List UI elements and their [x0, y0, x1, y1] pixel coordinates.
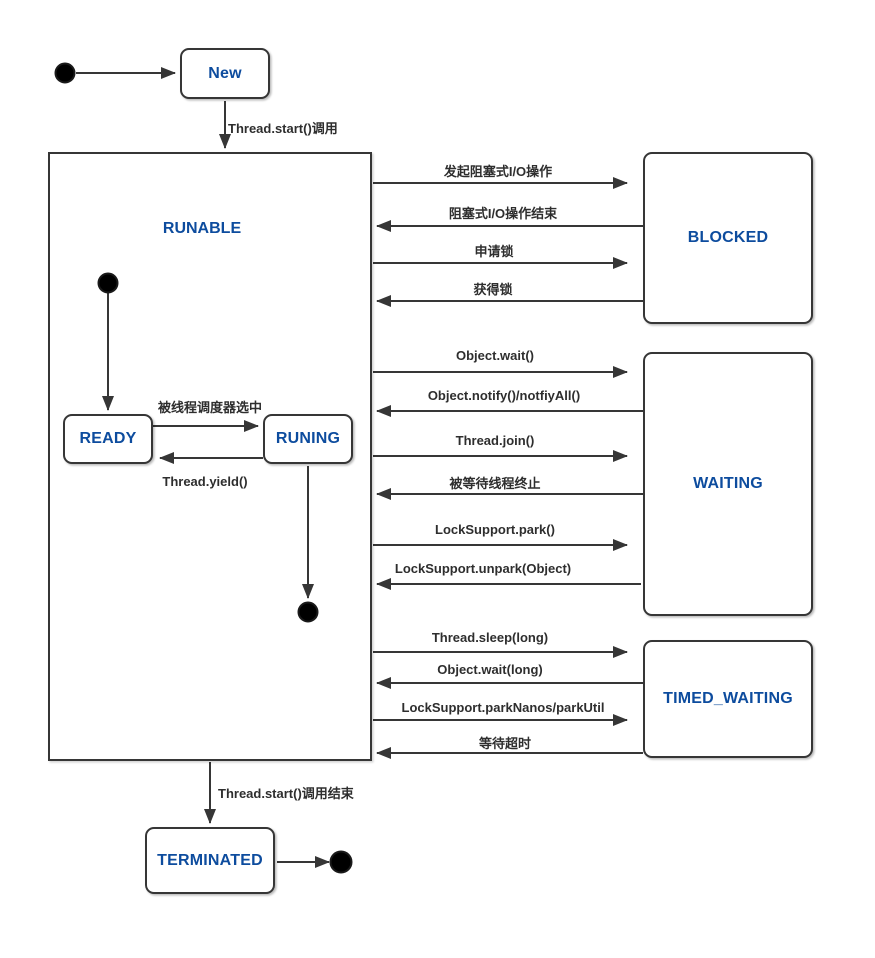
transition-label-object-notify: Object.notify()/notfiyAll(): [427, 388, 581, 403]
state-label-waiting: WAITING: [693, 475, 763, 492]
transition-label-unpark: LockSupport.unpark(Object): [394, 561, 572, 576]
state-box-runnable: [48, 152, 372, 761]
transition-label-lock-acquired: 获得锁: [473, 282, 513, 297]
end-dot: [329, 850, 353, 874]
transition-label-object-wait: Object.wait(): [455, 348, 535, 363]
transition-label-thread-join: Thread.join(): [455, 433, 535, 448]
transition-label-io-request: 发起阻塞式I/O操作: [443, 164, 553, 179]
transition-label-thread-start: Thread.start()调用: [228, 121, 338, 136]
transition-label-wait-timeout: 等待超时: [478, 736, 532, 751]
transition-label-waited-thread-end: 被等待线程终止: [449, 476, 541, 491]
transition-label-wait-long: Object.wait(long): [437, 662, 543, 677]
state-box-timed-waiting: TIMED_WAITING: [643, 640, 813, 758]
transition-label-sleep: Thread.sleep(long): [431, 630, 549, 645]
state-label-terminated: TERMINATED: [157, 851, 263, 869]
state-label-timed-waiting: TIMED_WAITING: [663, 690, 793, 707]
state-label-runnable: RUNABLE: [162, 220, 242, 237]
start-dot: [54, 62, 76, 84]
transition-label-lock-request: 申请锁: [474, 244, 514, 259]
state-box-running: RUNING: [263, 414, 353, 464]
transition-label-scheduler-selected: 被线程调度器选中: [157, 400, 263, 415]
transition-label-park: LockSupport.park(): [435, 522, 555, 537]
transition-label-thread-start-end: Thread.start()调用结束: [218, 786, 354, 801]
state-label-blocked: BLOCKED: [687, 229, 769, 246]
inner-start-dot: [97, 272, 119, 294]
state-box-terminated: TERMINATED: [145, 827, 275, 894]
state-label-new: New: [208, 64, 242, 82]
state-label-running: RUNING: [275, 430, 341, 447]
transition-label-io-done: 阻塞式I/O操作结束: [448, 206, 558, 221]
state-label-ready: READY: [79, 430, 137, 447]
state-box-waiting: WAITING: [643, 352, 813, 616]
transition-label-park-nanos: LockSupport.parkNanos/parkUtil: [401, 700, 605, 715]
transition-label-thread-yield: Thread.yield(): [162, 474, 248, 489]
state-box-blocked: BLOCKED: [643, 152, 813, 324]
state-box-ready: READY: [63, 414, 153, 464]
inner-end-dot: [297, 601, 319, 623]
state-box-new: New: [180, 48, 270, 99]
